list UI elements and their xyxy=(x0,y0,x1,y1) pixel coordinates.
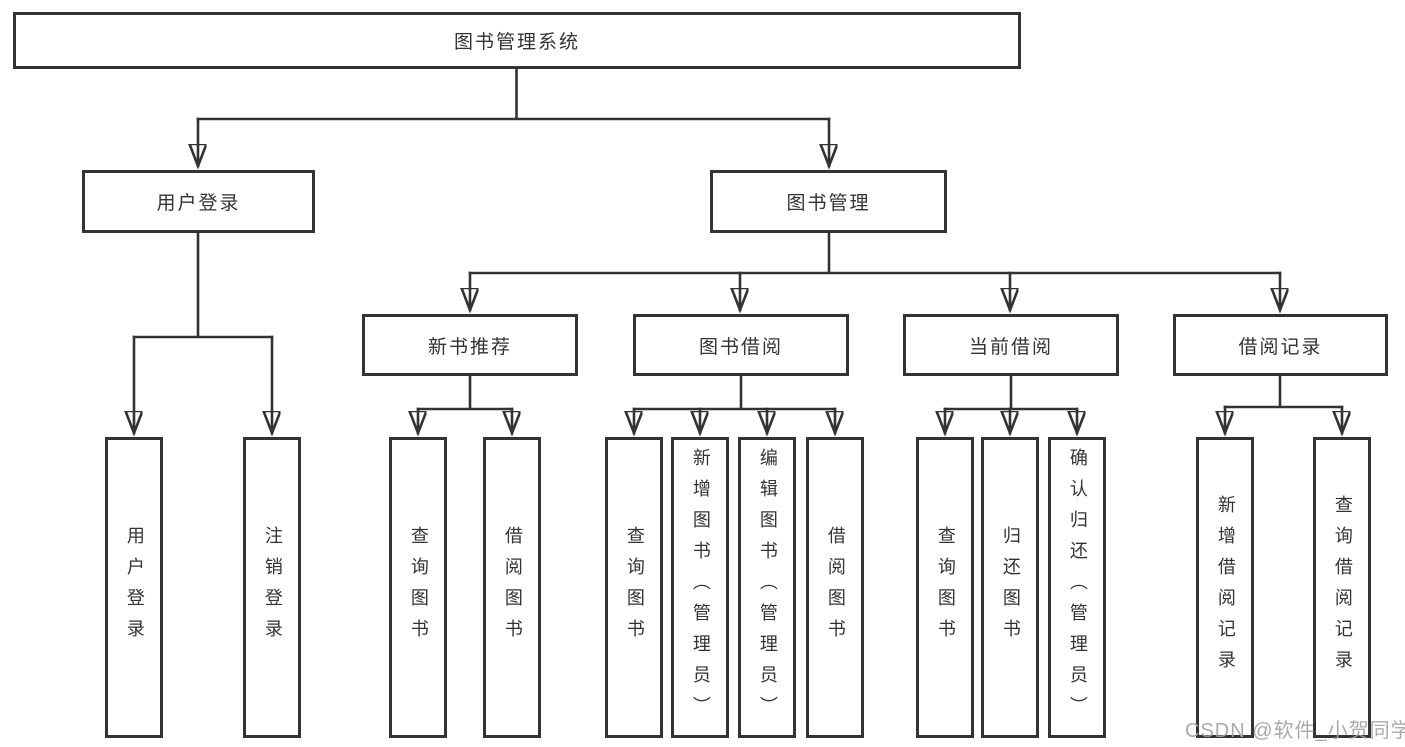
node-label: 图书管理系统 xyxy=(453,32,580,53)
leaf-label: 归还图书 xyxy=(1000,525,1021,650)
leaf-borrow-borrow: 借阅图书 xyxy=(806,437,864,738)
leaf-label: 用户登录 xyxy=(124,525,145,650)
leaf-logout: 注销登录 xyxy=(243,437,301,738)
leaf-newbooks-query: 查询图书 xyxy=(389,437,447,738)
leaf-label: 查询图书 xyxy=(408,525,429,650)
connector-borrow-records xyxy=(1225,374,1342,433)
leaf-label: 查询借阅记录 xyxy=(1332,494,1353,681)
connector-user-login xyxy=(134,231,272,433)
connector-new-books xyxy=(418,374,512,433)
node-root: 图书管理系统 xyxy=(13,12,1021,69)
leaf-label: 借阅图书 xyxy=(502,525,523,650)
node-new-books: 新书推荐 xyxy=(362,314,578,376)
leaf-label: 查询图书 xyxy=(624,525,645,650)
node-label: 新书推荐 xyxy=(427,336,512,358)
csdn-watermark: CSDN @软件_小贺同学 xyxy=(1185,720,1405,742)
connector-root xyxy=(198,67,829,166)
leaf-label: 查询图书 xyxy=(935,525,956,650)
leaf-borrow-edit: 编辑图书（管理员） xyxy=(738,437,796,738)
node-label: 借阅记录 xyxy=(1238,336,1323,358)
leaf-user-login: 用户登录 xyxy=(105,437,163,738)
node-user-login: 用户登录 xyxy=(82,170,315,233)
node-borrow-records: 借阅记录 xyxy=(1173,314,1388,376)
node-label: 当前借阅 xyxy=(968,336,1053,358)
node-label: 图书管理 xyxy=(786,193,871,214)
leaf-label: 新增图书（管理员） xyxy=(690,448,711,727)
leaf-label: 注销登录 xyxy=(262,525,283,650)
node-book-borrow: 图书借阅 xyxy=(633,314,849,376)
connector-book-borrow xyxy=(634,374,835,433)
connector-current-borrow xyxy=(945,374,1077,433)
node-book-mgmt: 图书管理 xyxy=(710,170,947,233)
leaf-newbooks-borrow: 借阅图书 xyxy=(483,437,541,738)
node-current-borrow: 当前借阅 xyxy=(903,314,1119,376)
leaf-label: 借阅图书 xyxy=(825,525,846,650)
leaf-records-add: 新增借阅记录 xyxy=(1196,437,1254,738)
leaf-borrow-add: 新增图书（管理员） xyxy=(671,437,729,738)
connector-book-mgmt xyxy=(470,231,1280,310)
node-label: 图书借阅 xyxy=(698,336,783,358)
leaf-records-query: 查询借阅记录 xyxy=(1313,437,1371,738)
leaf-current-confirm: 确认归还（管理员） xyxy=(1048,437,1106,738)
leaf-label: 新增借阅记录 xyxy=(1215,494,1236,681)
leaf-borrow-query: 查询图书 xyxy=(605,437,663,738)
leaf-label: 确认归还（管理员） xyxy=(1067,448,1088,727)
leaf-current-return: 归还图书 xyxy=(981,437,1039,738)
leaf-current-query: 查询图书 xyxy=(916,437,974,738)
node-label: 用户登录 xyxy=(156,193,241,214)
leaf-label: 编辑图书（管理员） xyxy=(757,448,778,727)
